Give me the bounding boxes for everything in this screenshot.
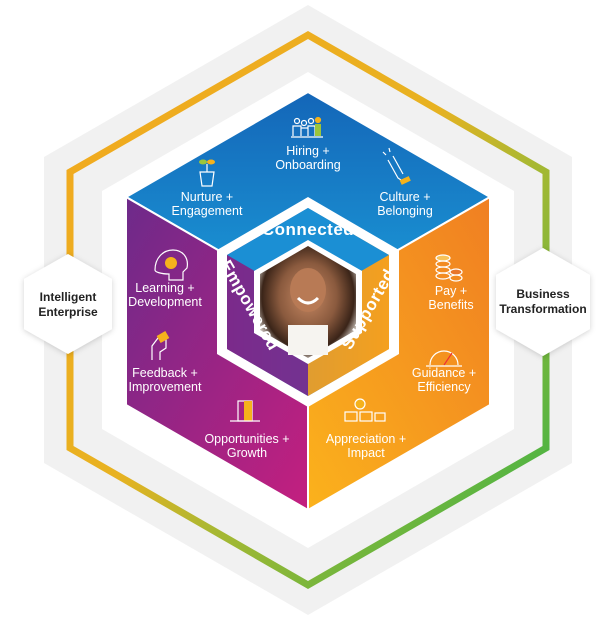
- item-feedback-improvement: Feedback +Improvement: [129, 366, 202, 394]
- item-guidance-efficiency: Guidance +Efficiency: [412, 366, 476, 394]
- item-nurture-engagement: Nurture +Engagement: [172, 190, 243, 218]
- item-culture-belonging: Culture +Belonging: [377, 190, 433, 218]
- money-award-icon: [344, 398, 386, 422]
- svg-text:Engagement: Engagement: [172, 204, 243, 218]
- svg-text:Benefits: Benefits: [428, 298, 473, 312]
- svg-text:Hiring +: Hiring +: [286, 144, 329, 158]
- item-opportunities-growth: Opportunities +Growth: [204, 432, 289, 460]
- svg-text:Culture +: Culture +: [379, 190, 430, 204]
- plant-icon: [199, 159, 215, 187]
- svg-text:Guidance +: Guidance +: [412, 366, 476, 380]
- svg-text:Development: Development: [128, 295, 202, 309]
- svg-text:Learning +: Learning +: [135, 281, 194, 295]
- svg-text:Feedback +: Feedback +: [132, 366, 198, 380]
- svg-text:Enterprise: Enterprise: [38, 305, 98, 319]
- svg-text:Impact: Impact: [347, 446, 385, 460]
- business-transformation-badge: Business Transformation: [496, 248, 590, 356]
- door-icon: [230, 400, 260, 422]
- svg-text:Growth: Growth: [227, 446, 267, 460]
- feedback-hand-icon: [151, 331, 170, 360]
- pillar-connected: Connected: [262, 220, 354, 239]
- svg-text:Appreciation +: Appreciation +: [326, 432, 406, 446]
- svg-text:Transformation: Transformation: [499, 302, 586, 316]
- svg-text:Pay +: Pay +: [435, 284, 467, 298]
- coins-icon: [435, 254, 463, 282]
- svg-text:Business: Business: [516, 287, 570, 301]
- svg-text:Onboarding: Onboarding: [275, 158, 340, 172]
- item-learning-development: Learning +Development: [128, 281, 202, 309]
- intelligent-enterprise-badge: Intelligent Enterprise: [24, 254, 112, 354]
- svg-text:Belonging: Belonging: [377, 204, 433, 218]
- people-icon: [291, 116, 323, 138]
- svg-text:Opportunities +: Opportunities +: [204, 432, 289, 446]
- item-hiring-onboarding: Hiring +Onboarding: [275, 144, 340, 172]
- svg-text:Intelligent: Intelligent: [40, 290, 97, 304]
- svg-text:Efficiency: Efficiency: [417, 380, 471, 394]
- svg-text:Nurture +: Nurture +: [181, 190, 233, 204]
- gauge-icon: [426, 350, 462, 367]
- brain-head-icon: [154, 249, 188, 281]
- gradient-ring: [66, 30, 550, 590]
- clapping-hands-icon: [382, 147, 411, 185]
- item-pay-benefits: Pay +Benefits: [428, 284, 473, 312]
- item-appreciation-impact: Appreciation +Impact: [326, 432, 406, 460]
- svg-text:Improvement: Improvement: [129, 380, 202, 394]
